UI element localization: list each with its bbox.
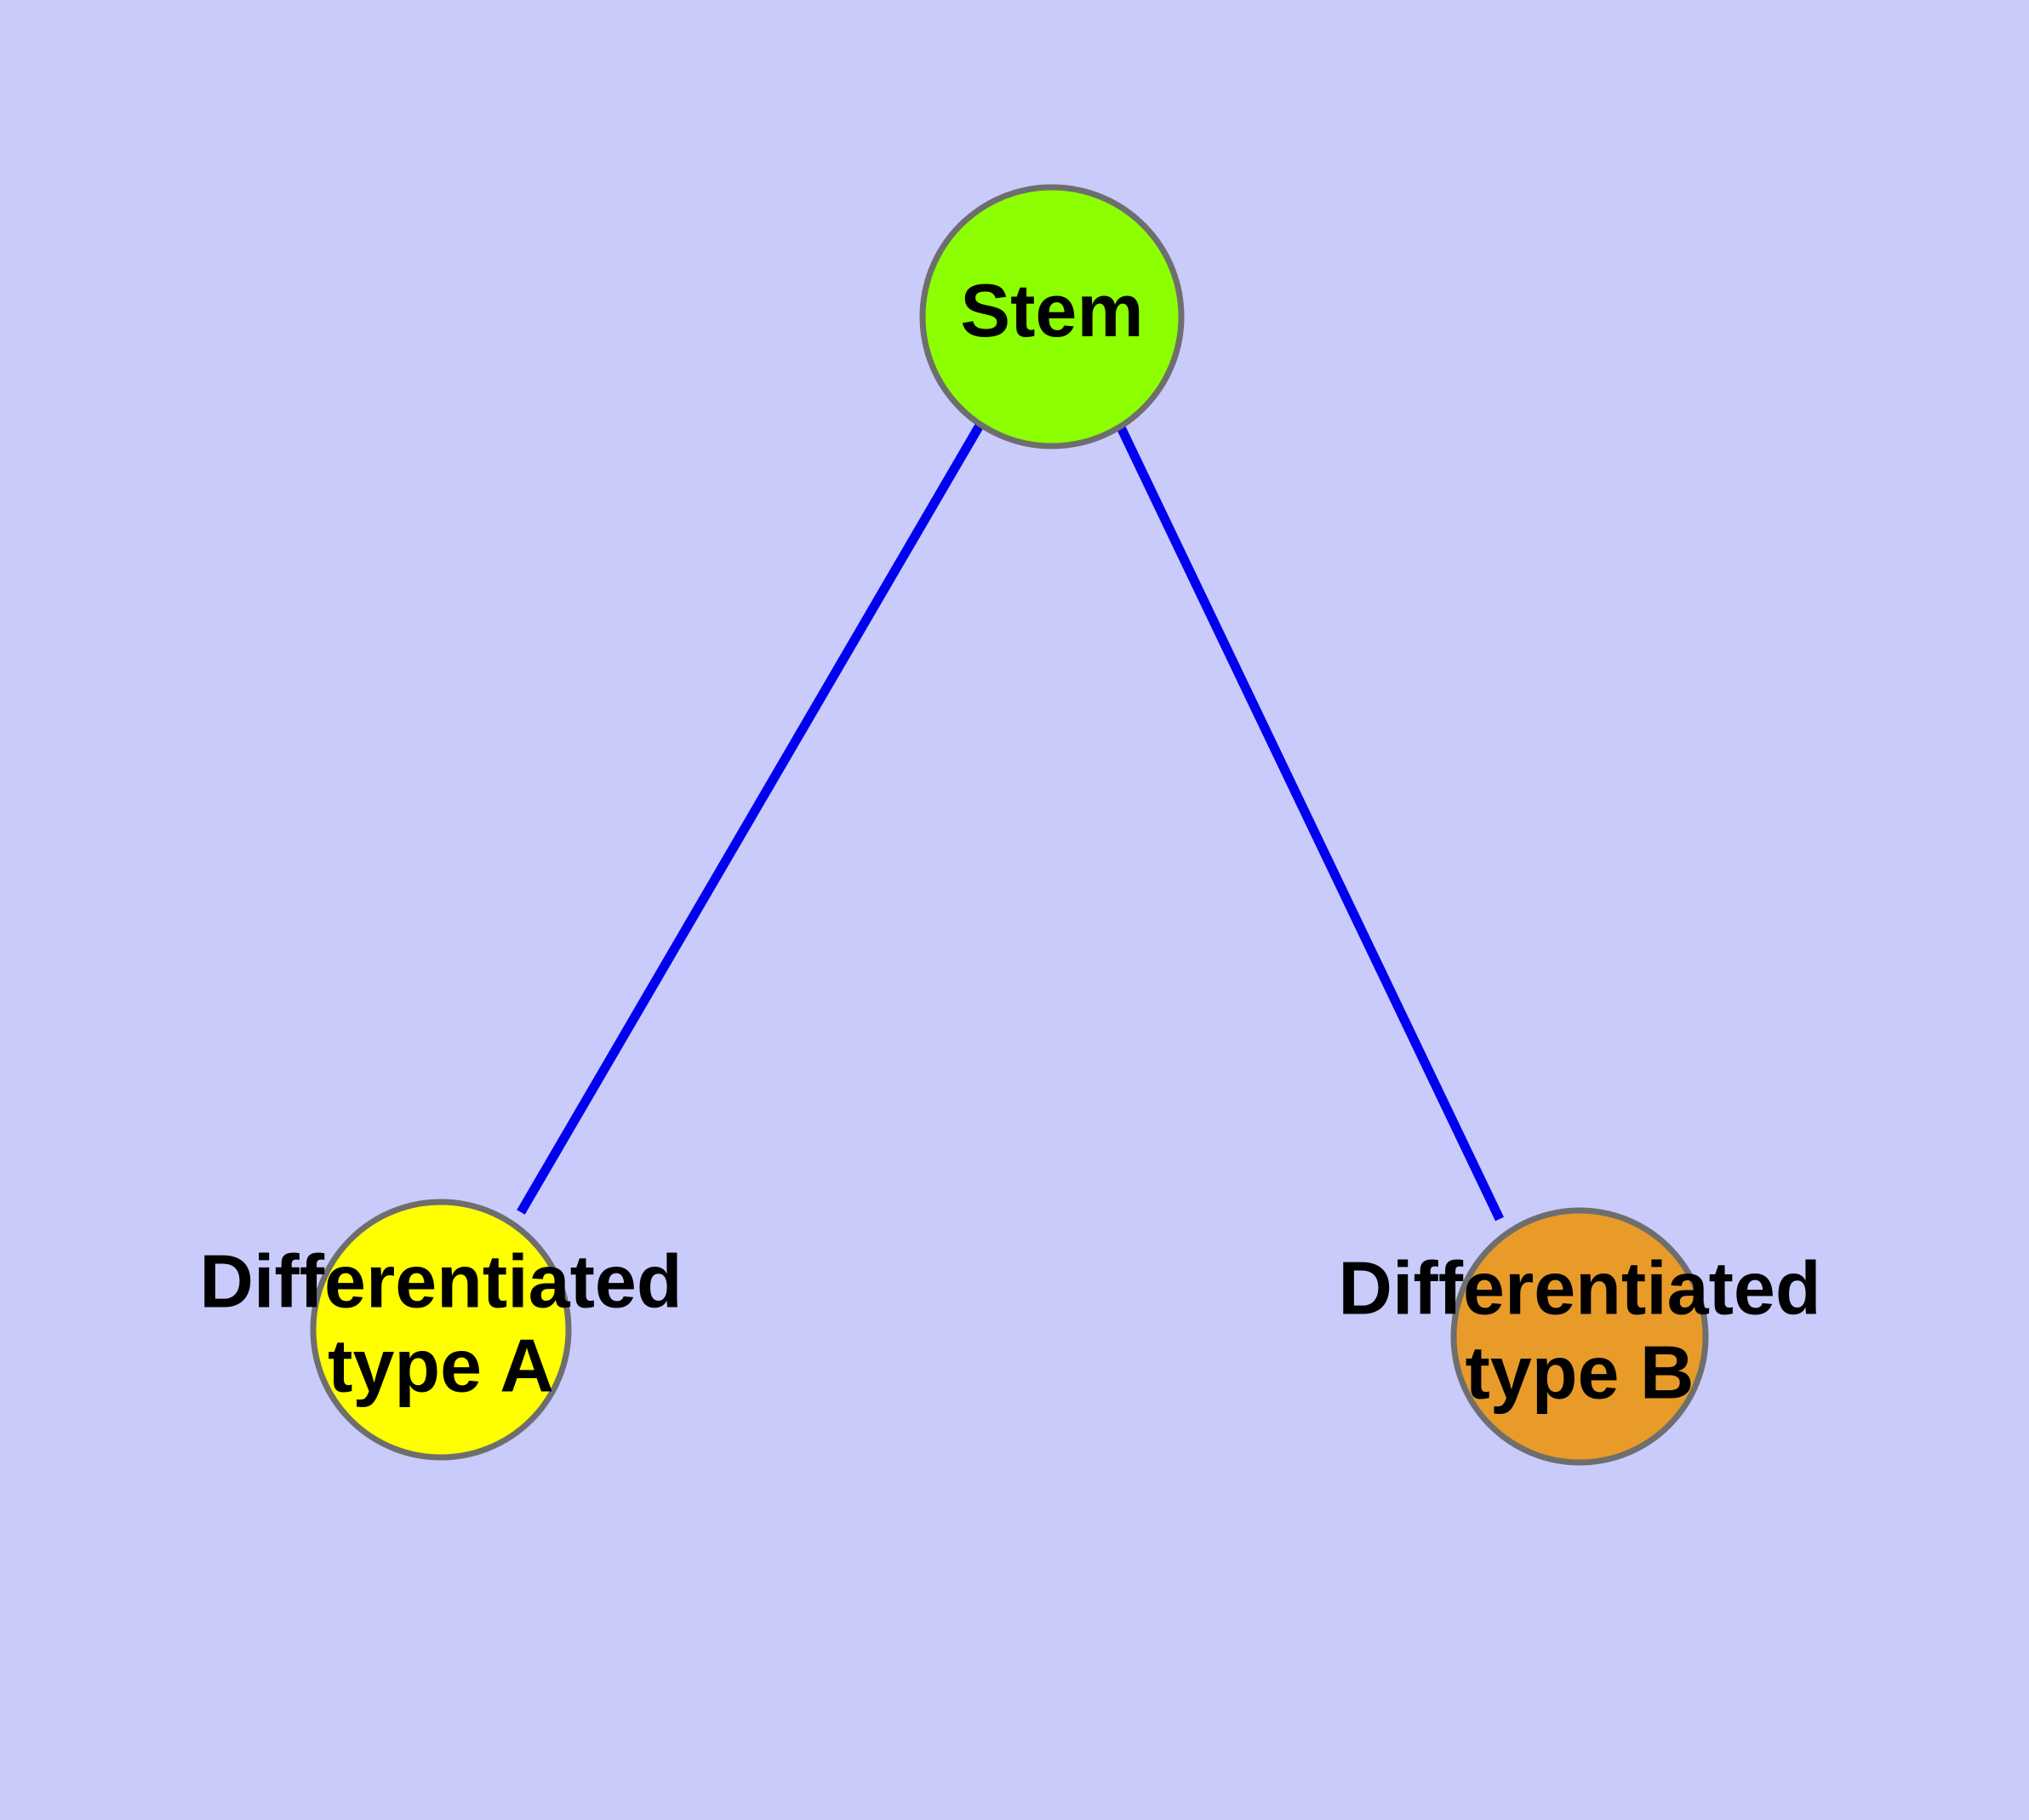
edges-layer	[517, 421, 1504, 1222]
node-circle-diff_a[interactable]	[310, 1199, 572, 1461]
node-circle-stem[interactable]	[919, 184, 1185, 449]
node-label-line: Differentiated	[1338, 1246, 1820, 1331]
node-label-line: Differentiated	[199, 1239, 682, 1324]
edge-stem-to-diff_b	[1116, 423, 1504, 1222]
node-label-stem: Stem	[960, 268, 1143, 352]
node-circle-diff_b[interactable]	[1450, 1207, 1709, 1466]
node-label-line: Stem	[960, 268, 1143, 352]
edge-stem-to-diff_a	[517, 421, 985, 1215]
node-stem[interactable]: Stem	[919, 184, 1185, 449]
node-label-line: type B	[1466, 1331, 1695, 1415]
node-label-line: type A	[328, 1324, 554, 1408]
